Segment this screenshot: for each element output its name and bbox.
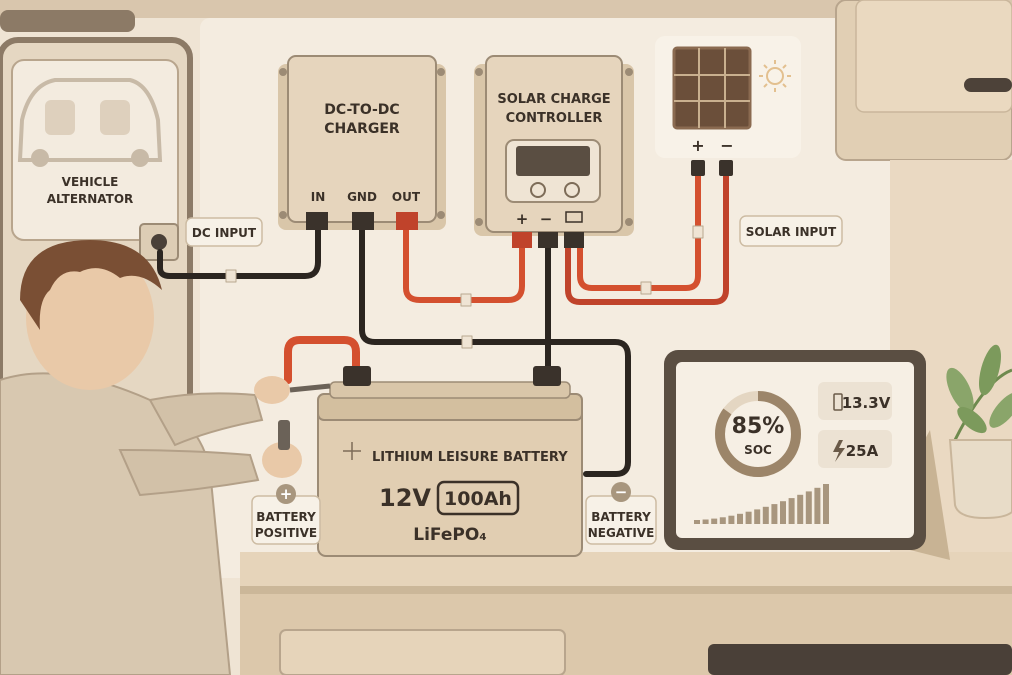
wire-battery-positive bbox=[284, 336, 360, 384]
solar-panel-plus: + bbox=[691, 136, 704, 155]
solar-charge-controller bbox=[474, 55, 634, 248]
solar-input-callout: SOLAR INPUT bbox=[739, 215, 843, 247]
controller-display bbox=[516, 146, 590, 176]
solar-panel-icon bbox=[672, 46, 752, 130]
controller-button-left bbox=[530, 182, 546, 198]
dc-charger-terminal-out: OUT bbox=[392, 190, 421, 204]
lithium-battery bbox=[317, 366, 583, 557]
battery-negative-label-line1: BATTERY bbox=[591, 510, 651, 524]
potted-plant bbox=[946, 344, 1012, 520]
monitor-bar bbox=[702, 519, 709, 524]
controller-plus-label: + bbox=[516, 210, 529, 228]
wire-solar-positive-inner bbox=[577, 169, 701, 291]
monitor-bar bbox=[711, 518, 718, 524]
dc-to-dc-charger bbox=[278, 55, 446, 230]
current-reading: 25A bbox=[846, 442, 879, 460]
monitor-bar bbox=[788, 498, 795, 524]
vehicle-alternator-label-line2: ALTERNATOR bbox=[47, 192, 134, 206]
dc-charger-title-line1: DC-TO-DC bbox=[324, 102, 399, 118]
monitor-bar bbox=[745, 511, 752, 524]
lightning-icon bbox=[833, 440, 845, 462]
vehicle-icon bbox=[17, 78, 163, 167]
upper-cabinet bbox=[835, 0, 1012, 161]
wire-alternator-to-charger bbox=[157, 225, 321, 279]
controller-title-line2: CONTROLLER bbox=[506, 111, 603, 126]
battery-positive-callout: + BATTERY POSITIVE bbox=[251, 484, 321, 545]
battery-icon bbox=[565, 211, 583, 223]
monitor-bar bbox=[805, 491, 812, 524]
battery-positive-label-line2: POSITIVE bbox=[255, 526, 317, 540]
person-installing bbox=[0, 240, 331, 675]
monitor-bar-graph bbox=[694, 484, 829, 524]
monitor-bar bbox=[737, 513, 743, 524]
solar-panel-card bbox=[655, 36, 801, 176]
monitor-bar bbox=[823, 484, 829, 524]
person-face bbox=[26, 246, 154, 390]
monitor-bar bbox=[719, 517, 726, 524]
monitor-bar bbox=[797, 494, 804, 524]
battery-brand: LITHIUM LEISURE BATTERY bbox=[372, 450, 568, 465]
solar-input-label: SOLAR INPUT bbox=[746, 225, 837, 239]
solar-panel-minus: − bbox=[720, 136, 733, 155]
dc-input-callout: DC INPUT bbox=[185, 217, 263, 247]
battery-negative-label-line2: NEGATIVE bbox=[588, 526, 655, 540]
person-right-arm bbox=[148, 392, 264, 447]
battery-logo-icon bbox=[343, 442, 361, 460]
monitor-bar bbox=[814, 487, 821, 524]
controller-button-right bbox=[564, 182, 580, 198]
battery-negative-callout: − BATTERY NEGATIVE bbox=[585, 482, 657, 545]
battery-voltage: 12V bbox=[379, 484, 431, 512]
dc-charger-terminal-gnd: GND bbox=[347, 190, 377, 204]
vehicle-alternator-label-line1: VEHICLE bbox=[62, 175, 119, 189]
wrench-icon bbox=[289, 383, 331, 393]
wiring bbox=[157, 169, 729, 477]
capacity-box bbox=[436, 480, 520, 516]
countertop bbox=[240, 552, 1012, 675]
soc-value: 85% bbox=[732, 414, 785, 439]
voltage-battery-icon bbox=[833, 393, 843, 411]
minus-badge-icon bbox=[611, 482, 631, 502]
monitor-bar bbox=[762, 506, 769, 524]
monitor-bar bbox=[694, 520, 700, 524]
plus-badge-glyph: + bbox=[280, 485, 293, 503]
person-left-arm bbox=[118, 448, 260, 497]
soc-label: SOC bbox=[744, 443, 772, 457]
soc-ring-fill bbox=[715, 391, 801, 477]
sun-icon bbox=[759, 60, 791, 92]
screwdriver-icon bbox=[278, 420, 290, 450]
monitor-bar bbox=[728, 515, 735, 524]
controller-minus-label: − bbox=[540, 210, 553, 228]
monitor-bar bbox=[771, 504, 778, 524]
wire-solar-positive-outer bbox=[565, 169, 729, 305]
wire-gnd-to-battery-negative bbox=[359, 225, 631, 477]
monitor-bar bbox=[754, 509, 761, 524]
person-hand-left bbox=[262, 442, 302, 478]
monitor-bar bbox=[780, 501, 786, 524]
battery-monitor-tablet bbox=[664, 350, 950, 560]
plus-badge-icon bbox=[276, 484, 296, 504]
controller-title-line1: SOLAR CHARGE bbox=[497, 92, 610, 107]
dc-charger-title-line2: CHARGER bbox=[324, 121, 400, 137]
battery-positive-label-line1: BATTERY bbox=[256, 510, 316, 524]
ceiling-trim bbox=[0, 0, 1012, 18]
voltage-reading: 13.3V bbox=[842, 394, 891, 412]
dc-charger-terminal-in: IN bbox=[311, 190, 326, 204]
cabinet-handle bbox=[964, 78, 1012, 92]
person-hand-right bbox=[254, 376, 290, 404]
minus-badge-glyph: − bbox=[615, 483, 628, 501]
battery-terminal-positive bbox=[343, 366, 371, 386]
dc-input-label: DC INPUT bbox=[192, 226, 257, 240]
battery-terminal-negative bbox=[533, 366, 561, 386]
battery-chemistry: LiFePO₄ bbox=[413, 525, 486, 545]
battery-capacity: 100Ah bbox=[444, 488, 512, 510]
person-hair bbox=[20, 240, 162, 330]
